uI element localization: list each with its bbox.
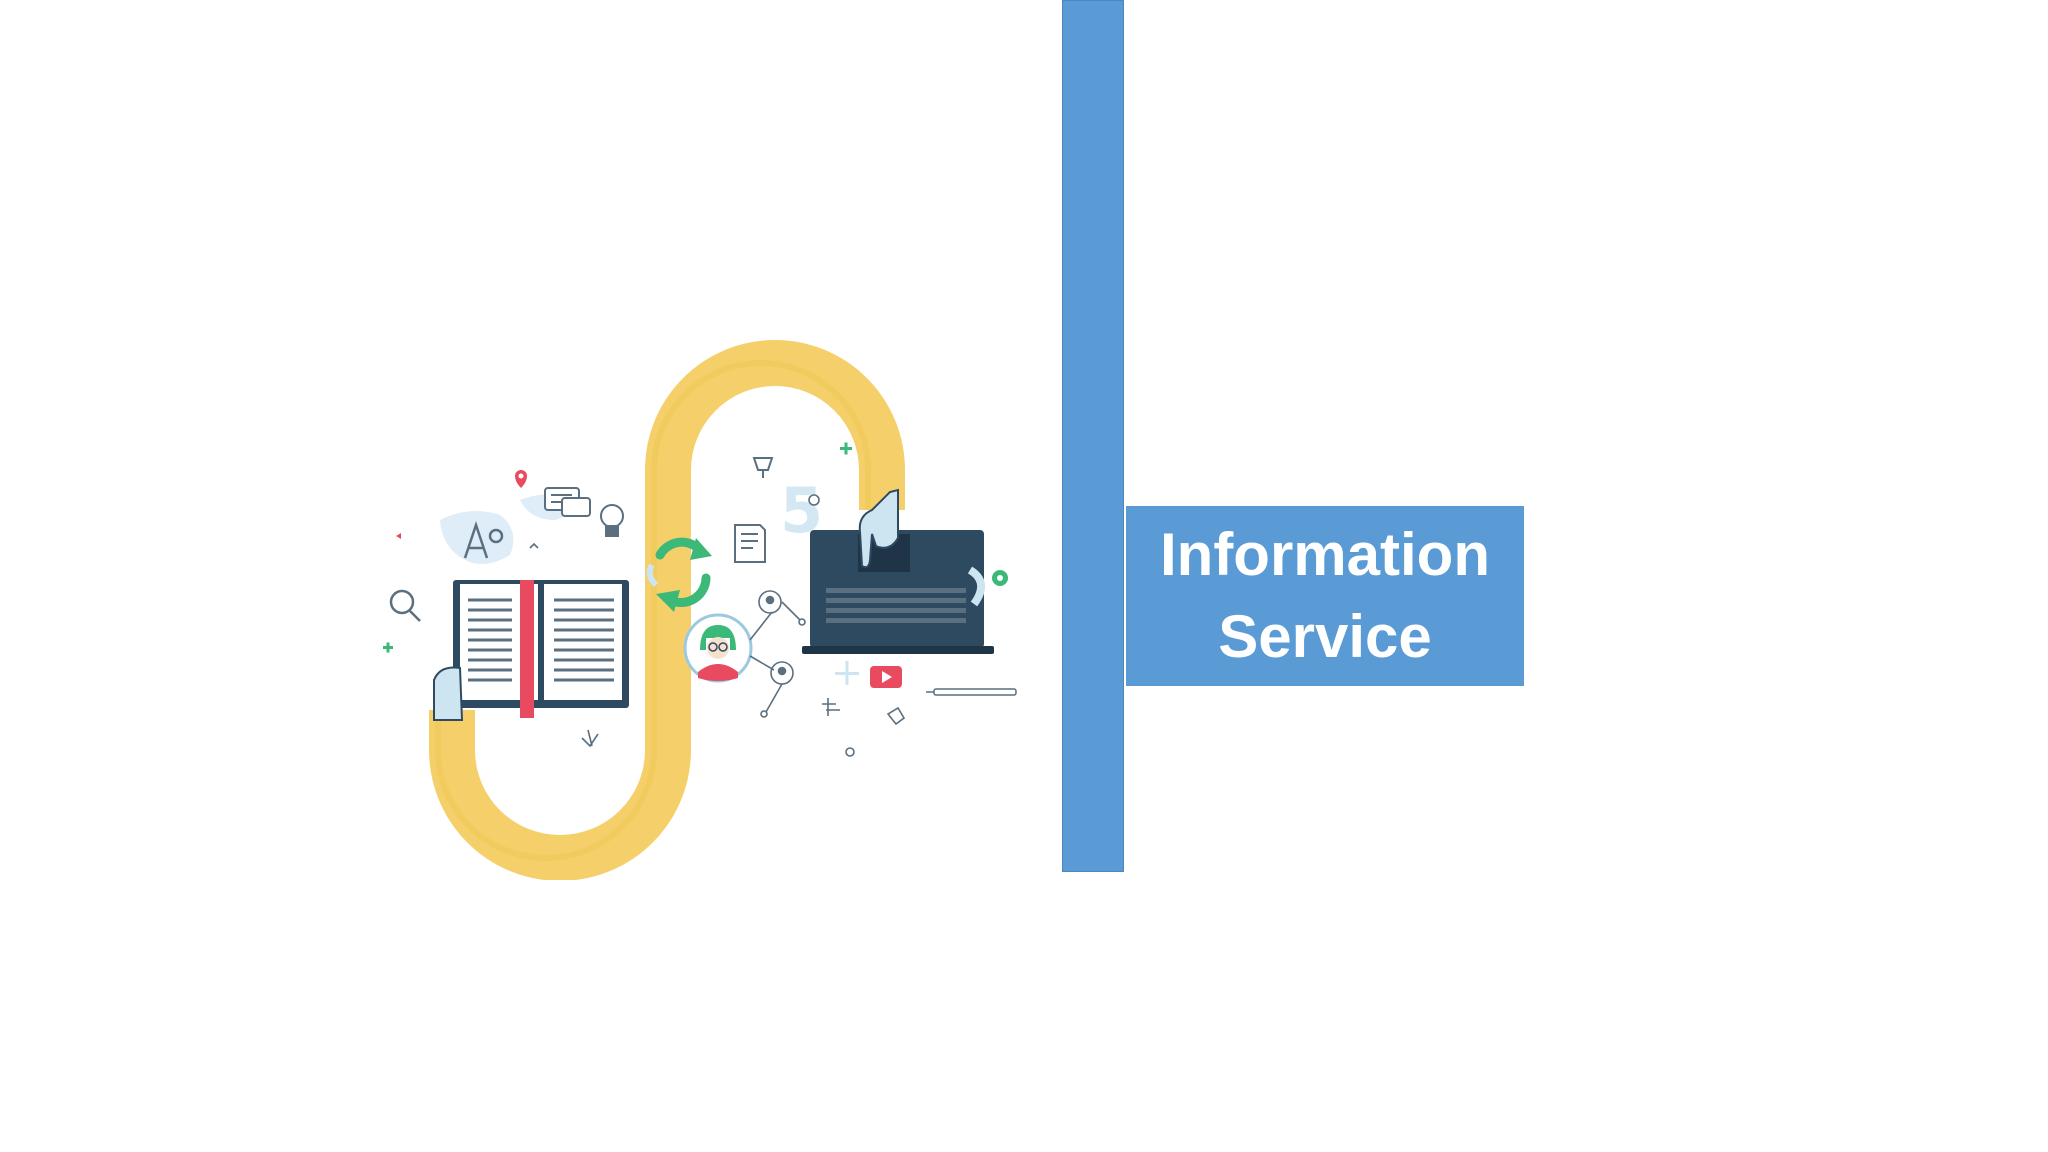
title-line-2: Service: [1218, 603, 1432, 670]
lightbulb-icon: [600, 504, 624, 537]
pointing-hand-icon: [858, 488, 899, 569]
location-pin-icon: [515, 470, 527, 488]
accent-vertical-bar: [1062, 0, 1124, 872]
pencil-icon: [926, 688, 1017, 696]
magnifier-icon: [389, 589, 421, 622]
s-curve-path: [429, 340, 905, 880]
title-line-1: Information: [1160, 521, 1490, 588]
document-icon: [734, 524, 766, 563]
gear-icon: [967, 566, 1008, 607]
learning-illustration: 5: [383, 340, 1017, 880]
open-book-icon: [433, 580, 629, 721]
user-avatar-icon: [683, 613, 753, 683]
laptop-icon: [802, 530, 994, 654]
trophy-icon: [752, 457, 774, 478]
title-box: Information Service: [1126, 506, 1524, 686]
typography-icon: [463, 521, 504, 559]
network-people-icon: [749, 590, 806, 718]
video-play-icon: [870, 666, 902, 688]
chat-bubble-icon: [544, 487, 591, 517]
